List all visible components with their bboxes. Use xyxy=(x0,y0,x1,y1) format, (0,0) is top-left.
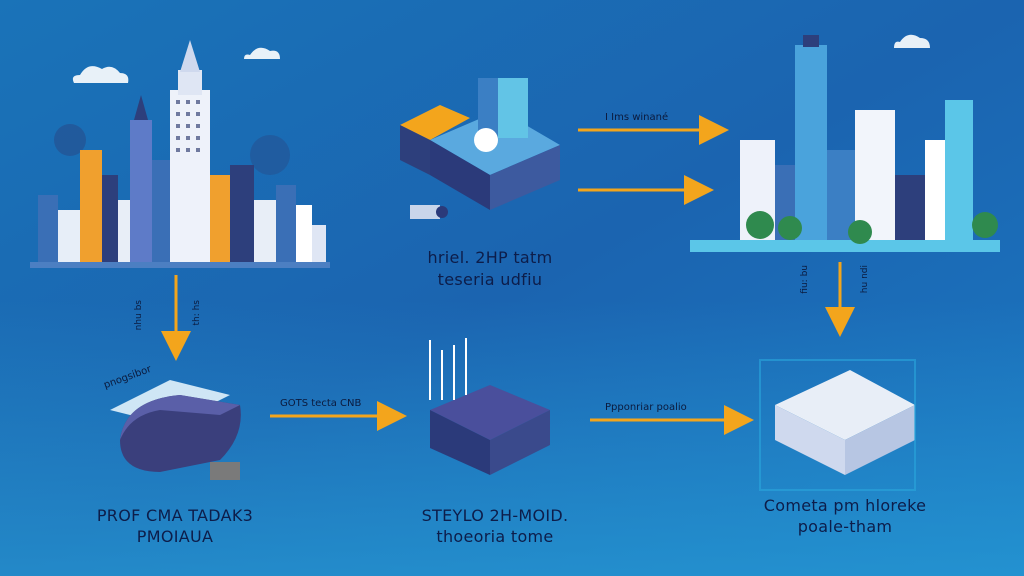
arrow-label-vert-right-2: hu ndi xyxy=(860,265,870,294)
arrow-label-top-right: I Ims winané xyxy=(605,112,669,123)
right-city-illustration xyxy=(690,34,1000,252)
caption-bottom-right-line1: Cometa pm hloreke xyxy=(763,496,927,515)
caption-bottom-center-line1: STEYLO 2H-MOID. xyxy=(421,506,569,525)
caption-bottom-left-line2: PMOIAUA xyxy=(136,527,214,546)
caption-top-center-line2: teseria udfiu xyxy=(437,270,543,289)
arrow-label-vert-left-1: nhu bs xyxy=(134,300,144,331)
arrow-label-middle-left: GOTS tecta CNB xyxy=(280,398,362,409)
cargo-ship-illustration xyxy=(110,380,241,480)
center-factory-illustration xyxy=(400,78,560,219)
caption-bottom-right-line2: poale-tham xyxy=(797,517,893,536)
arrow-label-vert-left-2: th: hs xyxy=(192,300,202,326)
arrow-label-vert-right-1: fiu: bu xyxy=(800,265,810,294)
caption-bottom-center-line2: thoeoria tome xyxy=(436,527,554,546)
left-city-illustration xyxy=(30,40,330,268)
flow-arrows xyxy=(161,115,855,435)
caption-bottom-left-line1: PROF CMA TADAK3 xyxy=(96,506,254,525)
center-grid-block-illustration xyxy=(429,338,550,475)
right-frame-illustration xyxy=(759,359,916,491)
arrow-label-middle-right: Ppponriar poalio xyxy=(605,402,687,413)
caption-top-center-line1: hriel. 2HP tatm xyxy=(427,248,553,267)
